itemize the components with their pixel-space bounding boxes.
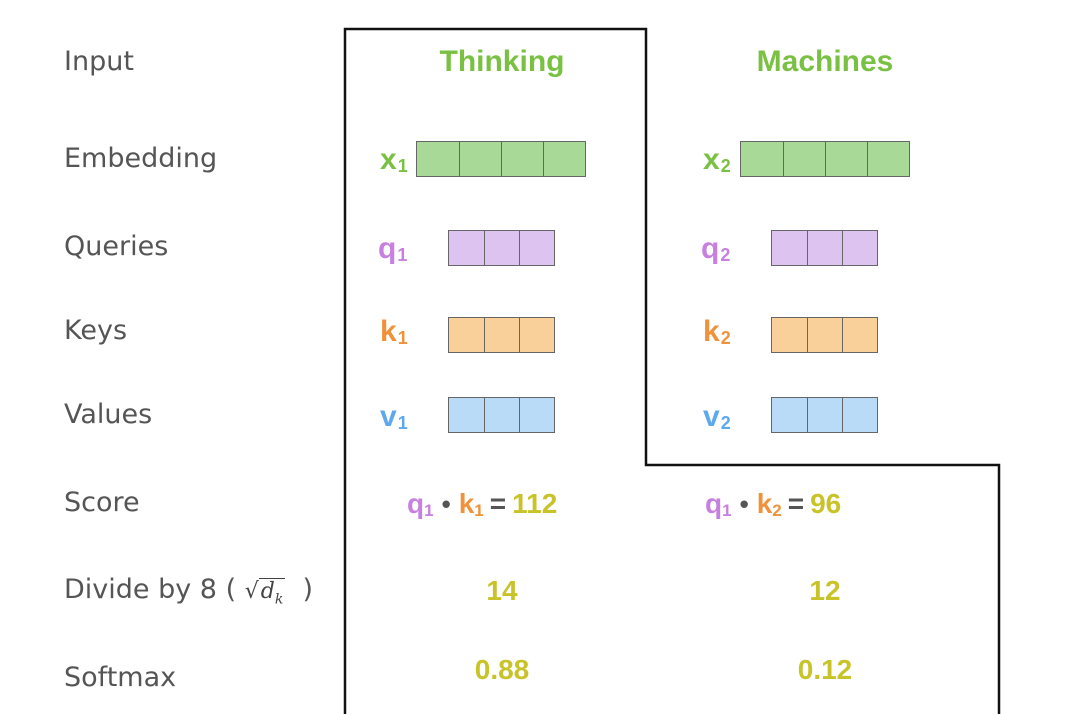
value-vector-2 <box>771 397 878 433</box>
divide-text: Divide by 8 ( <box>64 574 237 605</box>
query-var-1: q1 <box>378 232 408 265</box>
value-vector-1 <box>448 397 555 433</box>
row-label-values: Values <box>64 399 153 430</box>
divided-score-2: 12 <box>809 575 841 606</box>
softmax-value-1: 0.88 <box>474 654 530 685</box>
row-label-divide: Divide by 8 ( √dk ) <box>64 574 313 607</box>
query-vector-1 <box>448 230 555 266</box>
divide-close: ) <box>302 574 314 605</box>
key-var-2: k2 <box>703 315 731 348</box>
embedding-vector-1 <box>416 141 586 177</box>
score-equation-1: q1•k1=112 <box>407 488 558 520</box>
value-var-1: v1 <box>380 400 408 433</box>
sqrt-dk-formula: √dk <box>244 578 286 608</box>
value-var-2: v2 <box>703 400 731 433</box>
softmax-value-2: 0.12 <box>797 654 853 685</box>
key-vector-1 <box>448 317 555 353</box>
row-label-input: Input <box>64 46 134 77</box>
divided-score-1: 14 <box>486 575 518 606</box>
key-var-1: k1 <box>380 315 408 348</box>
score-equation-2: q1•k2=96 <box>705 488 842 520</box>
embedding-var-1: x1 <box>380 143 408 176</box>
row-label-score: Score <box>64 487 140 518</box>
query-vector-2 <box>771 230 878 266</box>
query-var-2: q2 <box>701 232 731 265</box>
embedding-vector-2 <box>740 141 910 177</box>
embedding-var-2: x2 <box>703 143 731 176</box>
input-word-1: Thinking <box>439 45 565 78</box>
row-label-softmax: Softmax <box>64 662 177 693</box>
row-label-queries: Queries <box>64 231 169 262</box>
input-word-2: Machines <box>756 45 894 78</box>
row-label-keys: Keys <box>64 315 128 346</box>
key-vector-2 <box>771 317 878 353</box>
row-label-embedding: Embedding <box>64 143 218 174</box>
